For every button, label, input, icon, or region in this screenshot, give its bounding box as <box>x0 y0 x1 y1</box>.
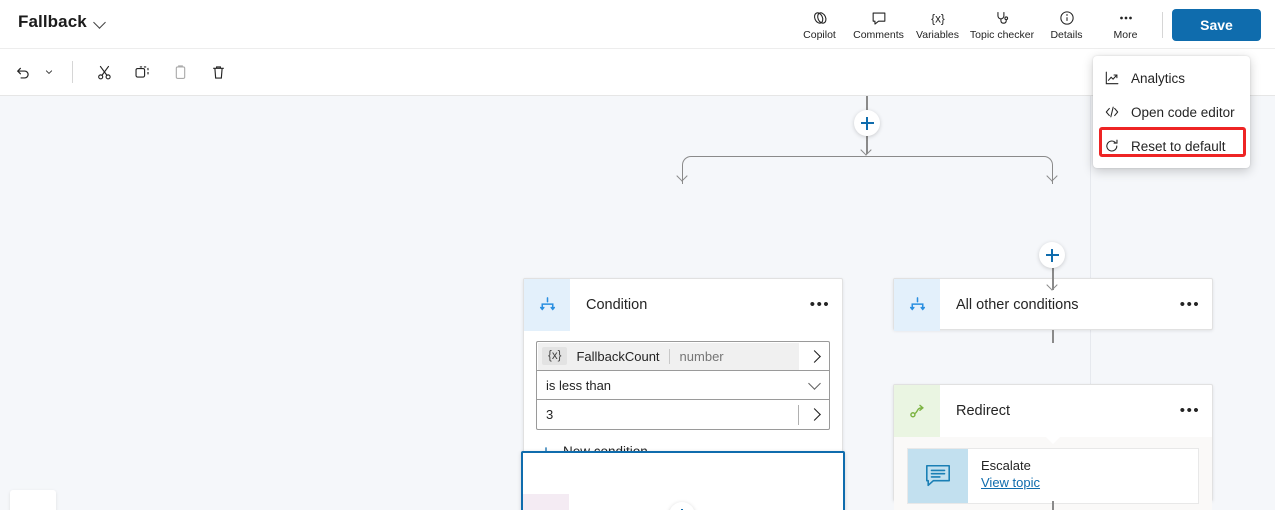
menu-item-reset-to-default[interactable]: Reset to default <box>1093 129 1250 163</box>
condition-variable-row[interactable]: {x} FallbackCount number <box>537 342 829 371</box>
connector-top <box>866 96 868 110</box>
branch-connector <box>682 156 1053 184</box>
copilot-icon <box>811 9 829 27</box>
node-redirect-menu-icon[interactable]: ••• <box>1179 402 1201 419</box>
menu-item-label: Reset to default <box>1131 138 1226 154</box>
menu-item-label: Open code editor <box>1131 104 1235 120</box>
node-message-header: Message Speech & DTMF ••• <box>523 494 843 510</box>
node-message[interactable]: Message Speech & DTMF ••• <box>521 451 845 510</box>
condition-editor: {x} FallbackCount number is less than 3 <box>536 341 830 430</box>
add-node-below-condition-button[interactable] <box>669 502 695 510</box>
stethoscope-icon <box>993 9 1011 27</box>
variable-name: FallbackCount <box>576 348 660 364</box>
arrow-down-left-branch <box>678 172 688 182</box>
node-redirect-header: Redirect ••• <box>894 385 1212 437</box>
header-button-label: Topic checker <box>969 28 1035 41</box>
undo-history-button[interactable] <box>39 56 59 88</box>
paste-button[interactable] <box>164 56 196 88</box>
info-circle-icon <box>1058 9 1076 27</box>
arrow-down-top <box>862 146 872 156</box>
chevron-right-icon[interactable] <box>799 410 829 419</box>
node-redirect-title: Redirect <box>956 403 1010 419</box>
header-button-copilot[interactable]: Copilot <box>790 1 849 48</box>
header-button-label: Comments <box>853 28 904 41</box>
delete-button[interactable] <box>202 56 234 88</box>
comment-icon <box>870 9 888 27</box>
header-button-more[interactable]: More <box>1096 1 1155 48</box>
svg-text:{x}: {x} <box>931 12 945 25</box>
node-condition-menu-icon[interactable]: ••• <box>809 296 831 313</box>
chevron-down-icon <box>94 16 106 28</box>
variable-type: number <box>668 348 724 364</box>
header-divider <box>1162 11 1163 38</box>
node-condition-body: {x} FallbackCount number is less than 3 <box>524 331 842 471</box>
topic-title-dropdown[interactable]: Fallback <box>12 9 112 35</box>
add-node-below-all-other-conditions-button[interactable] <box>1039 242 1065 268</box>
add-node-top-button[interactable] <box>854 110 880 136</box>
variables-braces-icon: {x} <box>928 9 948 27</box>
copy-button[interactable] <box>126 56 158 88</box>
app-header: Fallback Copilot Comments <box>0 0 1275 49</box>
header-button-variables[interactable]: {x} Variables <box>908 1 967 48</box>
node-condition-header: Condition ••• <box>524 279 842 331</box>
condition-operator-value: is less than <box>546 377 612 393</box>
node-all-other-conditions-header: All other conditions ••• <box>894 279 1212 331</box>
chevron-right-icon[interactable] <box>799 352 829 361</box>
header-toolbar: Copilot Comments {x} Variables <box>790 0 1275 49</box>
redirect-topic-info: Escalate View topic <box>968 449 1040 503</box>
node-all-other-conditions-title: All other conditions <box>956 297 1079 313</box>
redirect-topic-name: Escalate <box>981 458 1031 473</box>
header-button-details[interactable]: Details <box>1037 1 1096 48</box>
ellipsis-icon <box>1117 9 1135 27</box>
node-redirect-body: Escalate View topic <box>894 437 1212 510</box>
message-topic-icon <box>908 449 968 503</box>
analytics-chart-icon <box>1103 70 1120 86</box>
connector-allother-redirect-upper <box>1052 330 1054 343</box>
redirect-caret-icon <box>1046 437 1060 444</box>
header-button-comments[interactable]: Comments <box>849 1 908 48</box>
undo-button[interactable] <box>6 56 38 88</box>
message-bubble-icon <box>523 494 569 510</box>
toolbar-divider <box>72 61 73 83</box>
node-message-menu-icon[interactable]: ••• <box>807 506 835 510</box>
more-menu[interactable]: Analytics Open code editor Reset to defa… <box>1093 56 1250 168</box>
variable-pill[interactable]: {x} FallbackCount number <box>538 342 799 370</box>
connector-below-redirect-upper <box>1052 501 1054 510</box>
menu-item-analytics[interactable]: Analytics <box>1093 61 1250 95</box>
header-button-label: More <box>1113 28 1138 41</box>
menu-item-open-code-editor[interactable]: Open code editor <box>1093 95 1250 129</box>
condition-branch-icon <box>894 279 940 331</box>
arrow-down-right-branch <box>1048 172 1058 182</box>
node-all-other-conditions-menu-icon[interactable]: ••• <box>1179 296 1201 313</box>
redirect-arrow-icon <box>894 385 940 437</box>
edit-toolbar <box>0 49 1275 96</box>
header-button-label: Details <box>1050 28 1083 41</box>
header-button-topic-checker[interactable]: Topic checker <box>967 1 1037 48</box>
canvas-zoom-control[interactable] <box>10 490 56 510</box>
header-button-label: Variables <box>916 28 959 41</box>
chevron-down-icon[interactable] <box>799 383 829 388</box>
page-title: Fallback <box>18 12 87 31</box>
condition-value-row[interactable]: 3 <box>537 400 829 429</box>
variable-token-icon: {x} <box>542 347 568 365</box>
connector-allother-redirect-lower <box>1052 268 1054 290</box>
code-brackets-icon <box>1103 104 1120 120</box>
node-redirect[interactable]: Redirect ••• Escalate View topic <box>893 384 1213 510</box>
condition-branch-icon <box>524 279 570 331</box>
redirect-topic-card[interactable]: Escalate View topic <box>907 448 1199 504</box>
save-button[interactable]: Save <box>1172 8 1261 41</box>
menu-item-label: Analytics <box>1131 70 1186 86</box>
refresh-icon <box>1103 138 1120 154</box>
topic-authoring-canvas[interactable]: Condition ••• {x} FallbackCount number i… <box>0 96 1275 510</box>
node-condition-title: Condition <box>586 297 648 313</box>
view-topic-link[interactable]: View topic <box>981 475 1041 490</box>
arrow-down-allother-redirect <box>1048 281 1058 291</box>
header-button-label: Copilot <box>803 28 836 41</box>
cut-button[interactable] <box>88 56 120 88</box>
condition-value: 3 <box>546 407 554 422</box>
condition-operator-row[interactable]: is less than <box>537 371 829 400</box>
